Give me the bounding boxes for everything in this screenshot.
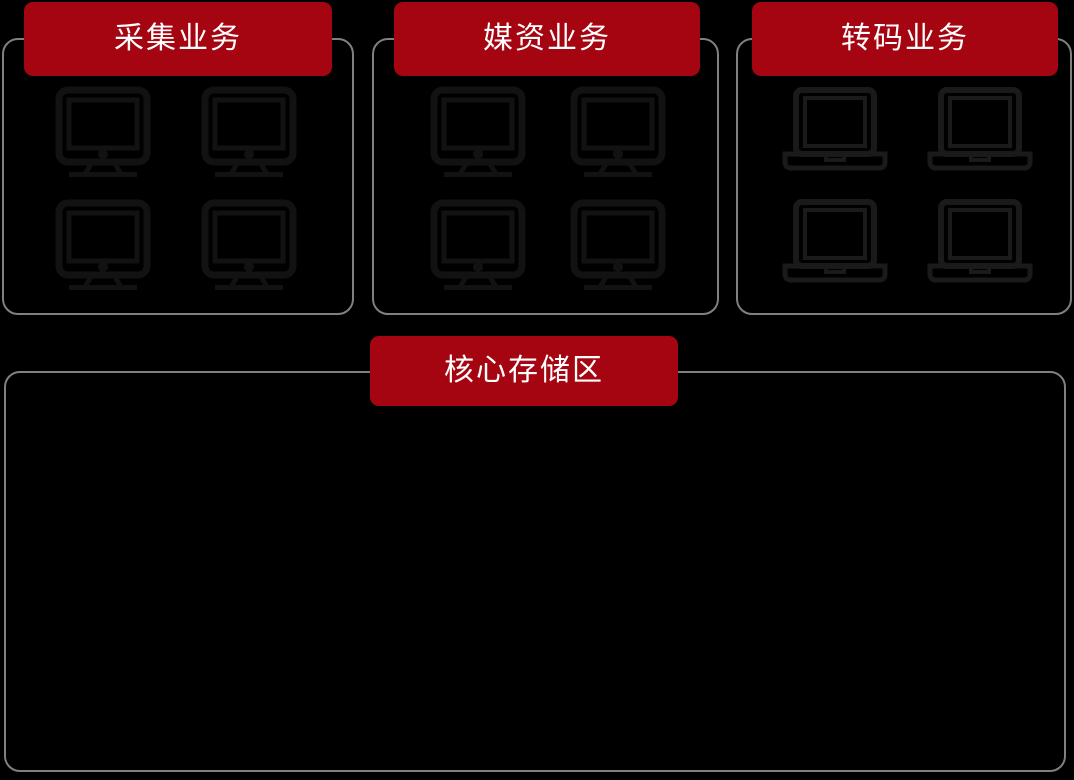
laptop-icon[interactable]: [925, 86, 1035, 174]
zone-title-collect: 采集业务: [24, 2, 332, 76]
monitor-icon[interactable]: [53, 86, 153, 181]
device-grid-media: [408, 86, 688, 294]
zone-title-collect-label: 采集业务: [114, 22, 242, 55]
zone-title-media: 媒资业务: [394, 2, 700, 76]
zone-title-media-label: 媒资业务: [483, 22, 611, 55]
laptop-icon[interactable]: [780, 86, 890, 174]
core-storage-content-area: [4, 371, 1066, 772]
zone-title-transcode: 转码业务: [752, 2, 1058, 76]
zone-title-core-storage: 核心存储区: [370, 336, 678, 406]
laptop-icon[interactable]: [780, 198, 890, 286]
laptop-icon[interactable]: [925, 198, 1035, 286]
zone-title-transcode-label: 转码业务: [841, 22, 969, 55]
monitor-icon[interactable]: [199, 199, 299, 294]
monitor-icon[interactable]: [428, 86, 528, 181]
monitor-icon[interactable]: [53, 199, 153, 294]
zone-title-core-storage-label: 核心存储区: [444, 354, 604, 387]
monitor-icon[interactable]: [568, 199, 668, 294]
monitor-icon[interactable]: [199, 86, 299, 181]
monitor-icon[interactable]: [428, 199, 528, 294]
monitor-icon[interactable]: [568, 86, 668, 181]
device-grid-transcode: [762, 86, 1052, 286]
device-grid-collect: [30, 86, 322, 294]
